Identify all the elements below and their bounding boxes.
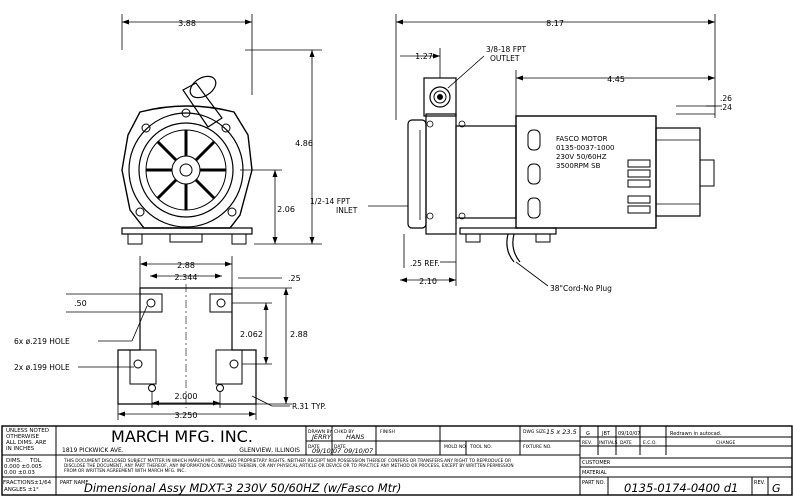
tol-row: 0.00 ±0.03 xyxy=(4,470,35,476)
hole-callout-6x: 6x ø.219 HOLE xyxy=(14,337,70,346)
inlet-label: 1/2-14 FPT xyxy=(310,197,351,206)
front-view xyxy=(121,14,322,245)
base-depth-dim: 2.88 xyxy=(290,330,308,339)
base-dim: 2.10 xyxy=(419,277,437,286)
note-line: ALL DIMS. ARE xyxy=(6,440,47,446)
base-hole-spacing-dim: 2.000 xyxy=(175,392,198,401)
rev-value: G xyxy=(772,482,781,495)
front-height-dim: 4.86 xyxy=(295,139,313,148)
dims-header: DIMS. xyxy=(6,458,22,464)
motor-label-line: 3500RPM SB xyxy=(556,162,601,170)
date-label: DATE xyxy=(334,444,346,450)
checked-by: HANS xyxy=(346,433,364,441)
part-name: Dimensional Assy MDXT-3 230V 50/60HZ (w/… xyxy=(84,481,401,495)
disclaimer-line: THIS DOCUMENT DISCLOSED SUBJECT MATTER I… xyxy=(63,458,511,464)
inlet-label-2: INLET xyxy=(336,206,358,215)
overall-length-dim: 8.17 xyxy=(546,19,564,28)
tol-row: 0.000 ±0.005 xyxy=(4,464,42,470)
disclaimer-line: FROM OR WRITTEN AGREEMENT WITH MARCH MFG… xyxy=(64,468,186,474)
cord-label: 38"Cord-No Plug xyxy=(550,284,612,293)
dwg-size: 15 x 23.5 xyxy=(546,428,577,436)
rev-initials: JBT xyxy=(601,431,611,437)
note-line: OTHERWISE xyxy=(6,434,39,440)
rev-header: INITIALS xyxy=(599,440,618,446)
material-label: MATERIAL xyxy=(582,470,607,476)
rev-header: E.C.O. xyxy=(643,440,657,446)
company-name: MARCH MFG. INC. xyxy=(111,427,253,446)
customer-label: CUSTOMER xyxy=(582,460,611,466)
rev-change: Redrawn in autocad. xyxy=(670,431,722,437)
motor-label-line: 230V 50/60HZ xyxy=(556,153,607,161)
base-view xyxy=(66,256,292,420)
part-number: 0135-0174-0400 d1 xyxy=(624,481,738,495)
ref-dim: .25 REF. xyxy=(410,259,440,268)
motor-length-dim: 4.45 xyxy=(607,75,625,84)
motor-label-line: FASCO MOTOR xyxy=(556,135,608,143)
date-label: DATE xyxy=(308,444,320,450)
checked-by-label: CHKD BY xyxy=(334,429,354,435)
base-offset-dim: .25 xyxy=(288,274,301,283)
part-no-label: PART NO. xyxy=(582,480,605,486)
tol-row: FRACTIONS±1/64 xyxy=(3,480,52,486)
base-overall-dim: 3.250 xyxy=(175,411,198,420)
company-city: GLENVIEW, ILLINOIS xyxy=(239,447,300,454)
motor-label-line: 0135-0037-1000 xyxy=(556,144,615,152)
hole-callout-2x: 2x ø.199 HOLE xyxy=(14,363,70,372)
outlet-label-2: OUTLET xyxy=(490,54,520,63)
disclaimer-line: DISCLOSE THE DOCUMENT, ANY PART THEREOF,… xyxy=(64,463,514,469)
fixture-label: FIXTURE NO. xyxy=(523,444,552,450)
rev-header: DATE xyxy=(620,440,632,446)
mold-label: MOLD NO. xyxy=(444,444,467,450)
rev-date: 09/10/07 xyxy=(618,431,640,437)
outlet-label: 3/8-18 FPT xyxy=(486,45,527,54)
dwg-size-label: DWG SIZE xyxy=(523,429,546,435)
front-width-dim: 3.88 xyxy=(178,19,196,28)
side-view xyxy=(368,14,722,287)
base-width-dim: 2.88 xyxy=(177,261,195,270)
shaft-dim-min: .24 xyxy=(720,103,732,112)
rev-letter: G xyxy=(586,431,590,437)
base-slot-dim: .50 xyxy=(74,299,87,308)
note-line: UNLESS NOTED xyxy=(6,428,49,434)
tol-header: TOL. xyxy=(29,458,43,464)
base-hole-vertical-dim: 2.062 xyxy=(240,330,263,339)
drawn-date: 09/10/07 xyxy=(312,447,342,455)
rev-header: CHANGE xyxy=(716,440,735,446)
outlet-offset-dim: 1.27 xyxy=(415,52,433,61)
rev-label: REV. xyxy=(754,480,765,486)
tol-row: ANGLES ±1° xyxy=(4,487,39,493)
drawn-by: JERRY xyxy=(310,433,332,441)
part-name-label: PART NAME xyxy=(60,480,89,486)
tool-label: TOOL NO. xyxy=(469,444,492,450)
motor-nameplate: FASCO MOTOR 0135-0037-1000 230V 50/60HZ … xyxy=(556,135,615,170)
note-line: IN INCHES xyxy=(6,446,35,452)
finish-label: FINISH xyxy=(380,429,395,435)
company-address: 1819 PICKWICK AVE. xyxy=(62,447,124,454)
rev-header: REV. xyxy=(582,440,592,446)
base-hole-span-dim: 2.344 xyxy=(175,273,198,282)
radius-callout: R.31 TYP. xyxy=(292,402,326,411)
front-center-dim: 2.06 xyxy=(277,205,295,214)
title-block xyxy=(1,425,793,496)
shaft-dim-max: .26 xyxy=(720,94,732,103)
checked-date: 09/10/07 xyxy=(344,447,374,455)
drawn-by-label: DRAWN BY xyxy=(308,429,332,435)
